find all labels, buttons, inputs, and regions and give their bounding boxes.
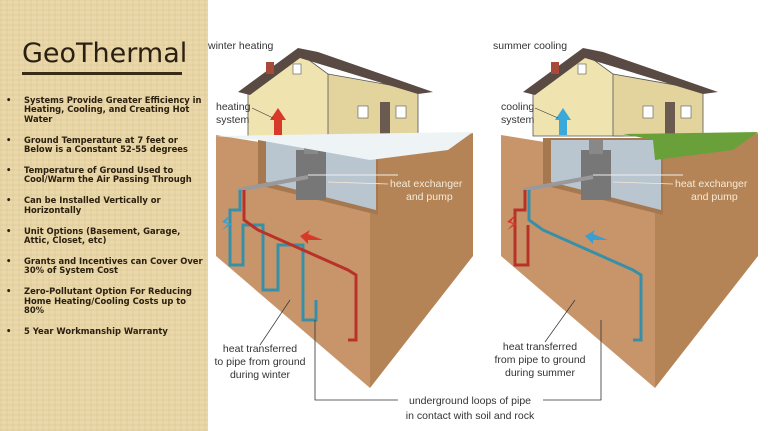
up-arrow-icon [555, 108, 571, 135]
loops-label: in contact with soil and rock [406, 410, 535, 422]
list-item: •Systems Provide Greater Efficiency in H… [6, 95, 204, 124]
exchanger-label: heat exchanger [390, 178, 463, 190]
list-item: •5 Year Workmanship Warranty [6, 326, 168, 336]
bullet-text: Zero-Pollutant Option For Reducing Home … [24, 286, 192, 316]
list-item: •Grants and Incentives can Cover Over 30… [6, 255, 203, 276]
system-label: cooling [501, 101, 534, 113]
hot-pipe [242, 190, 358, 342]
exchanger-label: and pump [406, 191, 453, 203]
system-label: system [501, 114, 535, 126]
grass [623, 132, 758, 160]
bullet-text: Temperature of Ground Used to Cool/Warm … [24, 165, 192, 185]
connector-line [314, 320, 398, 401]
system-label: heating [216, 101, 251, 113]
up-arrow-icon [270, 108, 286, 135]
exchanger-label: and pump [691, 191, 738, 203]
cold-pipe [527, 190, 643, 342]
sidebar: GeoThermal •Systems Provide Greater Effi… [0, 0, 208, 431]
transfer-label: from pipe to ground [494, 354, 585, 366]
exchanger-label: heat exchanger [675, 178, 748, 190]
down-arrow-icon [222, 215, 232, 230]
summer-panel: summer cooling cooling system heat excha… [493, 40, 760, 390]
list-item: •Zero-Pollutant Option For Reducing Home… [6, 287, 204, 315]
winter-panel: winter heating heating system heat excha… [208, 40, 475, 390]
system-label: system [216, 114, 250, 126]
cold-pipe [228, 190, 318, 322]
bullet-text: Can be Installed Vertically or Horizonta… [24, 195, 161, 215]
left-arrow-icon [585, 230, 608, 244]
transfer-label: heat transferred [223, 343, 297, 355]
transfer-label: to pipe from ground [214, 356, 305, 368]
bullet-text: Systems Provide Greater Efficiency in He… [24, 95, 202, 124]
page-title: GeoThermal [22, 38, 187, 75]
hot-pipe [513, 190, 530, 267]
connector-line [543, 320, 602, 401]
loops-label: underground loops of pipe [409, 395, 531, 407]
panel-title: summer cooling [493, 40, 567, 52]
geothermal-diagram: winter heating heating system heat excha… [208, 40, 760, 422]
list-item: •Can be Installed Vertically or Horizont… [6, 196, 204, 215]
bullet-text: Ground Temperature at 7 feet or Below is… [24, 134, 188, 155]
transfer-label: heat transferred [503, 341, 577, 353]
bullet-text: Grants and Incentives can Cover Over 30%… [24, 255, 203, 276]
list-item: •Ground Temperature at 7 feet or Below i… [6, 134, 204, 155]
panel-title: winter heating [208, 40, 274, 52]
transfer-label: during winter [230, 369, 291, 381]
feature-list: •Systems Provide Greater Efficiency in H… [6, 95, 204, 348]
list-item: •Temperature of Ground Used to Cool/Warm… [6, 165, 204, 185]
snow [216, 132, 473, 160]
transfer-label: during summer [505, 367, 576, 379]
bullet-text: Unit Options (Basement, Garage, Attic, C… [24, 225, 181, 246]
list-item: •Unit Options (Basement, Garage, Attic, … [6, 225, 204, 246]
down-arrow-icon [507, 215, 517, 230]
left-arrow-icon [300, 230, 323, 244]
bullet-text: 5 Year Workmanship Warranty [24, 326, 168, 336]
